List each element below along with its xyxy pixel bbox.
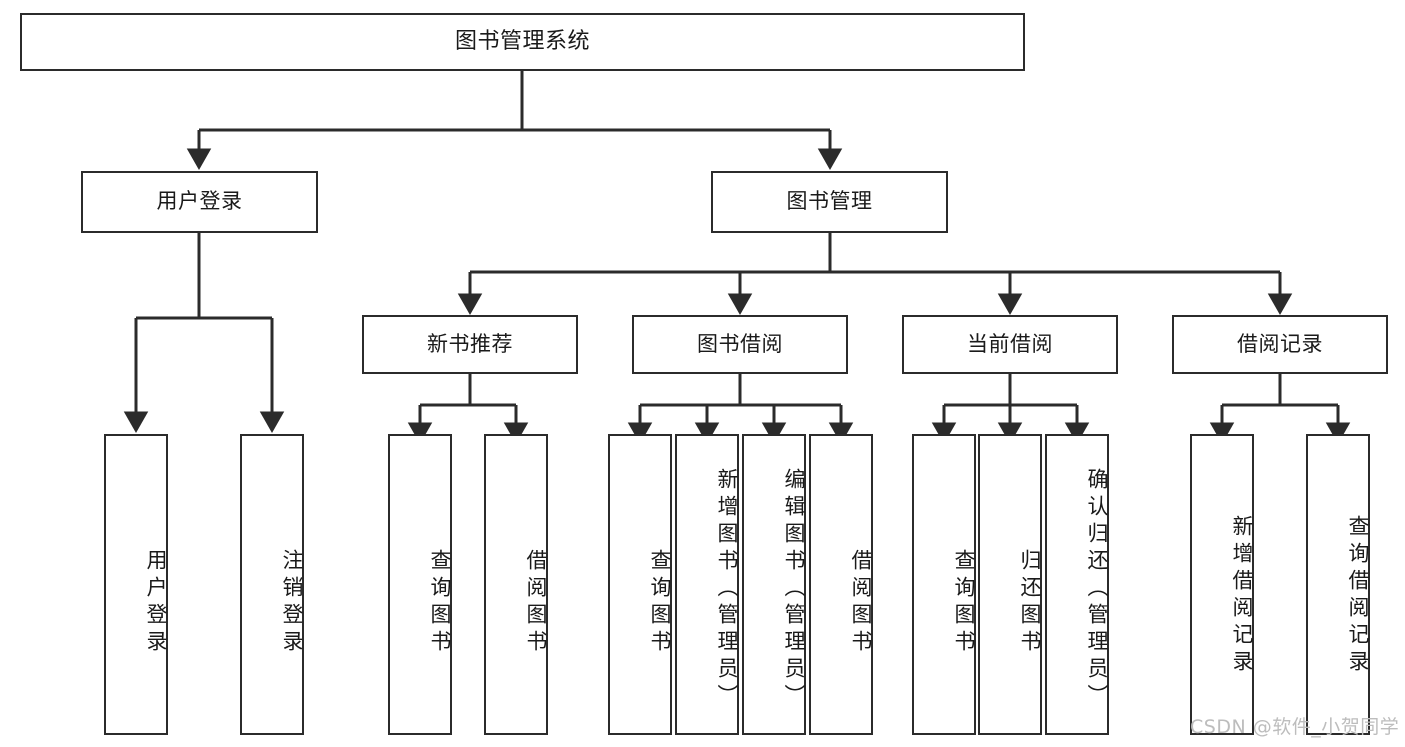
leaf-query-borrow-record[interactable]: 查询借阅记录: [1306, 434, 1370, 735]
node-root-system[interactable]: 图书管理系统: [20, 13, 1025, 71]
node-label: 用户登录: [144, 548, 168, 657]
node-label: 新增图书（管理员）: [715, 468, 739, 711]
node-label: 图书借阅: [697, 331, 783, 356]
leaf-logout[interactable]: 注销登录: [240, 434, 304, 735]
node-label: 注销登录: [280, 548, 304, 657]
node-label: 借阅图书: [524, 548, 548, 657]
node-label: 图书管理系统: [454, 28, 590, 54]
node-label: 查询图书: [428, 548, 452, 657]
node-label: 图书管理: [786, 189, 873, 214]
leaf-borrow-books-recommend[interactable]: 借阅图书: [484, 434, 548, 735]
leaf-query-books-current[interactable]: 查询图书: [912, 434, 976, 735]
node-user-login[interactable]: 用户登录: [81, 171, 318, 233]
node-label: 归还图书: [1018, 548, 1042, 657]
leaf-user-login[interactable]: 用户登录: [104, 434, 168, 735]
leaf-query-books-borrow[interactable]: 查询图书: [608, 434, 672, 735]
leaf-add-book-admin[interactable]: 新增图书（管理员）: [675, 434, 739, 735]
node-label: 确认归还（管理员）: [1085, 468, 1109, 711]
node-new-book-recommendation[interactable]: 新书推荐: [362, 315, 578, 374]
node-borrow-records[interactable]: 借阅记录: [1172, 315, 1388, 374]
node-book-management[interactable]: 图书管理: [711, 171, 948, 233]
node-label: 新增借阅记录: [1230, 514, 1254, 677]
leaf-add-borrow-record[interactable]: 新增借阅记录: [1190, 434, 1254, 735]
leaf-return-books[interactable]: 归还图书: [978, 434, 1042, 735]
watermark: CSDN @软件_小贺同学: [1190, 716, 1400, 738]
node-book-borrowing[interactable]: 图书借阅: [632, 315, 848, 374]
node-label: 当前借阅: [967, 331, 1053, 356]
node-label: 编辑图书（管理员）: [782, 468, 806, 711]
leaf-confirm-return-admin[interactable]: 确认归还（管理员）: [1045, 434, 1109, 735]
node-label: 借阅图书: [849, 548, 873, 657]
node-label: 查询借阅记录: [1346, 514, 1370, 677]
node-label: 用户登录: [156, 189, 243, 214]
leaf-query-books-recommend[interactable]: 查询图书: [388, 434, 452, 735]
leaf-edit-book-admin[interactable]: 编辑图书（管理员）: [742, 434, 806, 735]
node-label: 新书推荐: [427, 331, 513, 356]
node-label: 查询图书: [648, 548, 672, 657]
node-current-borrowing[interactable]: 当前借阅: [902, 315, 1118, 374]
node-label: 借阅记录: [1237, 331, 1323, 356]
leaf-borrow-books[interactable]: 借阅图书: [809, 434, 873, 735]
node-label: 查询图书: [952, 548, 976, 657]
